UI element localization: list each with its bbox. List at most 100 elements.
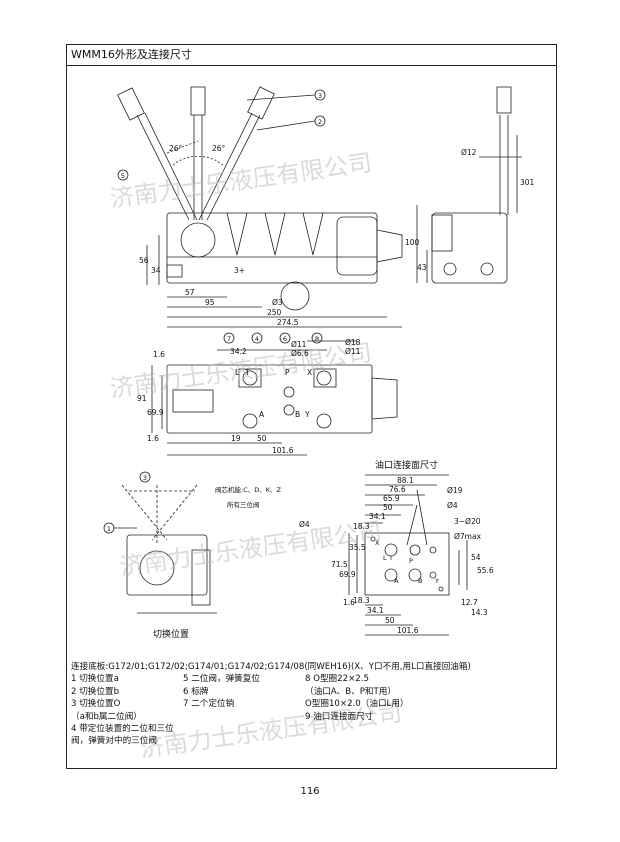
callout-5: 5 bbox=[121, 172, 125, 180]
callout-8: 8 bbox=[315, 335, 319, 343]
iface-port-x: X bbox=[375, 539, 380, 547]
dim-1-6-bottom: 1.6 bbox=[147, 434, 159, 443]
legend: 连接底板:G172/01;G172/02;G174/01;G174/02;G17… bbox=[71, 661, 554, 748]
page-number: 116 bbox=[300, 786, 320, 797]
dim-o18: Ø18 bbox=[345, 338, 361, 347]
dim-88-1: 88.1 bbox=[397, 476, 414, 485]
legend-item: 8 O型圈22×2.5 bbox=[305, 674, 369, 685]
callout-1-switch: 1 bbox=[107, 525, 111, 533]
dim-34: 34 bbox=[151, 266, 161, 275]
spool-note: 阀芯机能:C、D、K、Z bbox=[215, 485, 281, 494]
dim-301: 301 bbox=[520, 178, 535, 187]
interface-title: 油口连接面尺寸 bbox=[375, 459, 438, 471]
dim-71-5: 71.5 bbox=[331, 560, 348, 569]
iface-port-t: T bbox=[388, 554, 393, 562]
dim-65-9: 65.9 bbox=[383, 494, 400, 503]
legend-item: （油口A、B、P和T用） bbox=[305, 686, 396, 697]
legend-row: 阀，弹簧对中的三位阀 bbox=[71, 735, 554, 747]
legend-item: 5 二位阀，弹簧复位 bbox=[183, 674, 260, 685]
callout-7: 7 bbox=[227, 335, 231, 343]
legend-row: 2 切换位置b 6 标牌 （油口A、B、P和T用） bbox=[71, 686, 554, 698]
port-b: B bbox=[295, 410, 300, 419]
switch-position-view bbox=[103, 471, 217, 614]
legend-item: 2 切换位置b bbox=[71, 686, 120, 697]
legend-item: O型圈10×2.0（油口L用） bbox=[305, 699, 409, 710]
technical-drawing: 济南力士乐液压有限公司 济南力士乐液压有限公司 济南力士乐液压有限公司 济南力士… bbox=[103, 86, 522, 763]
dim-19: 19 bbox=[231, 434, 241, 443]
port-y: Y bbox=[304, 410, 310, 419]
dim-12-7: 12.7 bbox=[461, 598, 478, 607]
lever-center bbox=[190, 86, 206, 220]
lever-left bbox=[117, 87, 198, 221]
dim-18-3-top: 18.3 bbox=[353, 522, 370, 531]
legend-item: 7 二个定位销 bbox=[183, 699, 235, 710]
callout-2: 2 bbox=[318, 118, 322, 126]
dim-o11-a: Ø11 bbox=[291, 340, 307, 349]
dim-50-bottom: 50 bbox=[385, 616, 395, 625]
dim-100: 100 bbox=[405, 238, 420, 247]
callout-4: 4 bbox=[255, 335, 259, 343]
dim-34-1-top: 34.1 bbox=[369, 512, 386, 521]
legend-item bbox=[183, 711, 305, 723]
angle-right: 26° bbox=[212, 144, 226, 153]
legend-item: （a和b属二位阀） bbox=[71, 711, 142, 722]
dim-o3: Ø3 bbox=[272, 298, 283, 307]
dim-69-9: 69.9 bbox=[147, 408, 164, 417]
port-t: T bbox=[244, 368, 250, 377]
legend-row: 3 切换位置O 7 二个定位销 O型圈10×2.0（油口L用） bbox=[71, 698, 554, 710]
callout-o4-left: Ø4 bbox=[299, 520, 310, 529]
dim-o6-6: Ø6.6 bbox=[291, 349, 309, 358]
iface-port-l: L bbox=[383, 554, 387, 562]
callout-3: 3 bbox=[318, 92, 322, 100]
legend-item: 1 切换位置a bbox=[71, 674, 119, 685]
port-l: L bbox=[235, 368, 240, 377]
switch-caption: 切换位置 bbox=[153, 628, 189, 640]
callout-3-o20: 3−Ø20 bbox=[454, 517, 481, 526]
dim-76-6: 76.6 bbox=[389, 485, 406, 494]
iface-port-b: B bbox=[418, 577, 422, 585]
interface-face bbox=[348, 474, 468, 636]
dim-56: 56 bbox=[139, 256, 149, 265]
dim-50-top: 50 bbox=[383, 503, 393, 512]
callout-3-switch: 3 bbox=[143, 474, 147, 482]
callout-o4: Ø4 bbox=[447, 501, 458, 510]
plan-view bbox=[151, 332, 398, 456]
dim-3plus: 3+ bbox=[234, 266, 245, 275]
callout-6: 6 bbox=[283, 335, 287, 343]
legend-item: 阀，弹簧对中的三位阀 bbox=[71, 736, 157, 747]
dim-54: 54 bbox=[471, 553, 481, 562]
dim-43: 43 bbox=[417, 263, 427, 272]
dim-274-5: 274.5 bbox=[277, 318, 299, 327]
three-position-note: 所有三位阀 bbox=[227, 500, 260, 509]
drawing-frame: WMM16外形及连接尺寸 bbox=[66, 44, 557, 769]
port-a: A bbox=[259, 410, 265, 419]
page-title: WMM16外形及连接尺寸 bbox=[67, 45, 556, 66]
dim-o11-b: Ø11 bbox=[345, 347, 361, 356]
iface-port-y: Y bbox=[434, 577, 439, 585]
dim-34-1-bottom: 34.1 bbox=[367, 606, 384, 615]
port-p: P bbox=[285, 368, 290, 377]
dim-1-6-top: 1.6 bbox=[153, 350, 165, 359]
iface-port-p: P bbox=[409, 557, 413, 565]
angle-left: 26° bbox=[169, 144, 183, 153]
legend-item: 9 油口连接面尺寸 bbox=[305, 711, 374, 722]
dim-55-6: 55.6 bbox=[477, 566, 494, 575]
legend-item: 6 标牌 bbox=[183, 686, 209, 697]
dim-o12: Ø12 bbox=[461, 148, 477, 157]
dim-250: 250 bbox=[267, 308, 282, 317]
callout-o19: Ø19 bbox=[447, 486, 463, 495]
dim-34-2: 34.2 bbox=[230, 347, 247, 356]
dim-69-9-iface: 69.9 bbox=[339, 570, 356, 579]
lever-right bbox=[198, 86, 275, 221]
dim-101-6-bottom: 101.6 bbox=[397, 626, 419, 635]
dim-95: 95 bbox=[205, 298, 215, 307]
iface-port-a: A bbox=[394, 577, 399, 585]
port-x: X bbox=[307, 368, 312, 377]
drawing-labels: 3 2 5 26° 26° 56 34 57 95 Ø3 250 274.5 3… bbox=[107, 92, 535, 640]
dim-91: 91 bbox=[137, 394, 147, 403]
dim-35-5: 35.5 bbox=[349, 543, 366, 552]
legend-item: 4 带定位装置的二位和三位 bbox=[71, 724, 174, 735]
elevation-view bbox=[117, 86, 522, 328]
dim-18-3-bottom: 18.3 bbox=[353, 596, 370, 605]
legend-header: 连接底板:G172/01;G172/02;G174/01;G174/02;G17… bbox=[71, 662, 471, 672]
